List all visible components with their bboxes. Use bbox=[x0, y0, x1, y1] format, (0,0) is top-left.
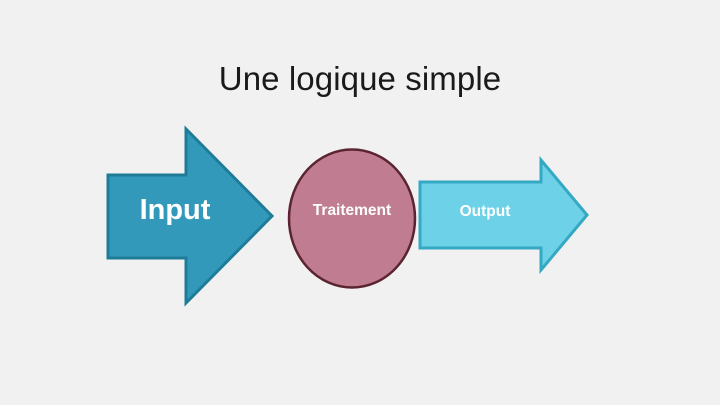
output-arrow-label: Output bbox=[459, 203, 511, 220]
input-arrow-label: Input bbox=[139, 194, 211, 226]
output-arrow-shape[interactable] bbox=[415, 155, 595, 275]
page-title: Une logique simple bbox=[218, 60, 502, 97]
block-arrow-right-icon bbox=[106, 125, 275, 307]
input-arrow-shape[interactable] bbox=[100, 120, 280, 312]
traitement-circle-label: Traitement bbox=[312, 202, 392, 219]
traitement-circle-shape[interactable] bbox=[286, 146, 418, 291]
ellipse-icon bbox=[287, 148, 417, 289]
block-arrow-right-icon bbox=[418, 155, 589, 275]
